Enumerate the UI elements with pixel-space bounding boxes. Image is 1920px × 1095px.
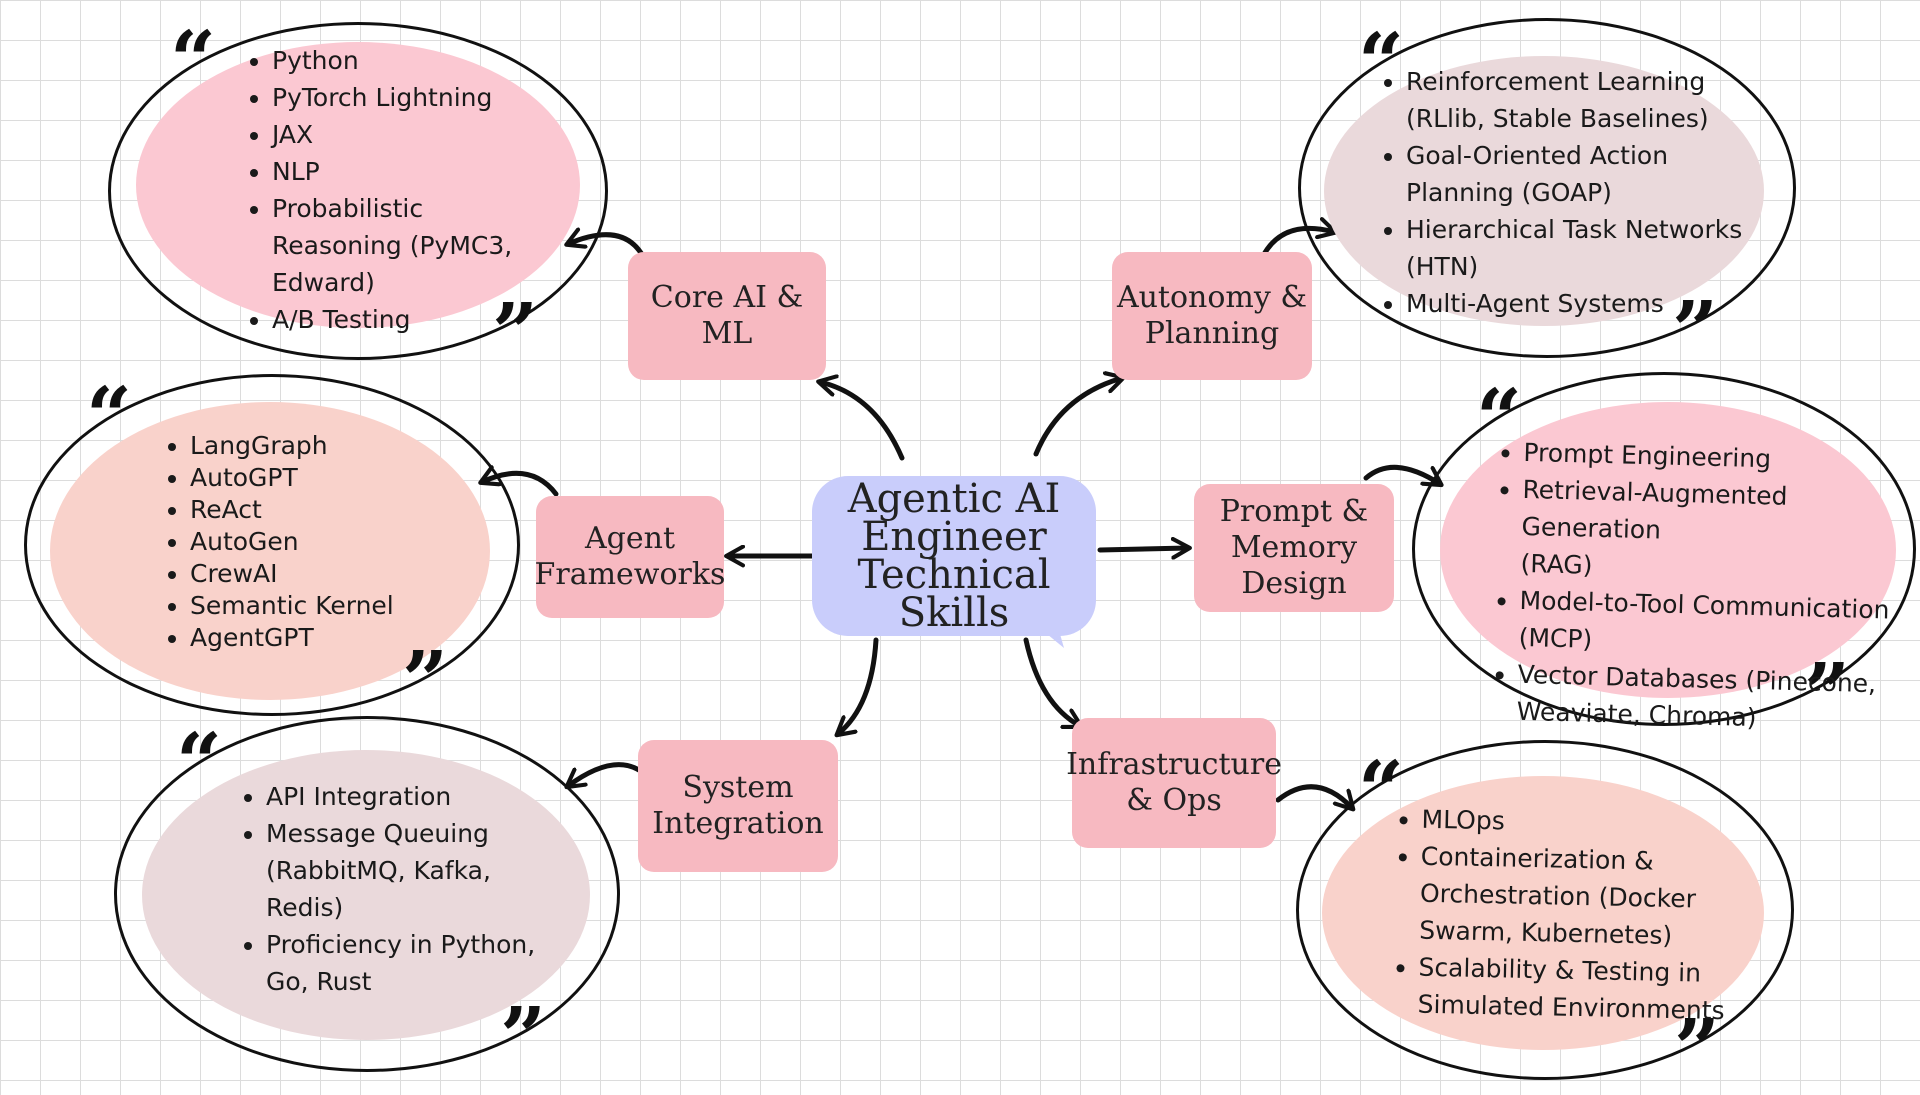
system-integration-ring xyxy=(114,716,620,1072)
category-system-integration: System Integration xyxy=(638,740,838,872)
arrow-infra-to-list xyxy=(1275,784,1352,808)
category-label: Autonomy & Planning xyxy=(1116,280,1308,351)
close-quote-icon: ” xyxy=(402,633,449,727)
open-quote-icon: “ xyxy=(1358,15,1405,109)
list-item: (RabbitMQ, Kafka, xyxy=(266,856,491,885)
central-topic-title: Agentic AI Engineer Technical Skills xyxy=(847,476,1061,636)
open-quote-icon: “ xyxy=(176,715,223,809)
close-quote-icon: ” xyxy=(1674,1001,1721,1095)
arrow-center-to-core xyxy=(820,382,905,461)
list-item: AutoGen xyxy=(190,526,394,558)
list-item: Message Queuing xyxy=(266,815,535,852)
list-item: Probabilistic xyxy=(272,190,512,227)
autonomy-skills-ring xyxy=(1298,18,1796,358)
list-item: AgentGPT xyxy=(190,622,394,654)
category-label: Agent Frameworks xyxy=(534,521,726,592)
autonomy-skills-list: Reinforcement Learning (RLlib, Stable Ba… xyxy=(1372,63,1742,322)
category-autonomy-planning: Autonomy & Planning xyxy=(1112,252,1312,380)
list-item: Edward) xyxy=(272,268,375,297)
list-item: AutoGPT xyxy=(190,462,394,494)
arrow-center-to-system xyxy=(838,637,879,734)
list-item: Multi-Agent Systems xyxy=(1406,285,1742,322)
prompt-memory-ring xyxy=(1412,372,1916,726)
open-quote-icon: “ xyxy=(1358,743,1405,837)
list-item: JAX xyxy=(272,116,512,153)
arrow-prompt-to-list xyxy=(1363,464,1440,484)
list-item: Redis) xyxy=(266,893,344,922)
list-item: Python xyxy=(272,42,512,79)
list-item: Goal-Oriented Action xyxy=(1406,137,1742,174)
category-label: System Integration xyxy=(652,770,824,841)
list-item: LangGraph xyxy=(190,430,394,462)
list-item: PyTorch Lightning xyxy=(272,79,512,116)
list-item: Semantic Kernel xyxy=(190,590,394,622)
open-quote-icon: “ xyxy=(170,13,217,107)
category-label: Prompt & Memory Design xyxy=(1219,494,1369,601)
infrastructure-ops-list: MLOps Containerization & Orchestration (… xyxy=(1383,800,1729,1029)
infrastructure-ops-ring xyxy=(1296,740,1794,1080)
close-quote-icon: ” xyxy=(1804,645,1851,739)
speech-bubble-tail xyxy=(1030,620,1064,648)
agent-frameworks-list: LangGraph AutoGPT ReAct AutoGen CrewAI S… xyxy=(156,430,394,654)
list-item: Reasoning (PyMC3, xyxy=(272,231,513,260)
list-item: Hierarchical Task Networks xyxy=(1406,211,1742,248)
open-quote-icon: “ xyxy=(1476,371,1523,465)
category-label: Infrastructure & Ops xyxy=(1066,747,1282,818)
list-item: Swarm, Kubernetes) xyxy=(1418,915,1673,950)
list-item: Planning (GOAP) xyxy=(1406,178,1612,207)
category-label: Core AI & ML xyxy=(650,280,804,351)
list-item: Orchestration (Docker xyxy=(1419,878,1697,914)
central-topic-bubble: Agentic AI Engineer Technical Skills xyxy=(812,476,1096,636)
category-prompt-memory-design: Prompt & Memory Design xyxy=(1194,484,1394,612)
list-item: Reinforcement Learning xyxy=(1406,63,1742,100)
arrow-center-to-infra xyxy=(1023,637,1080,726)
list-item: MLOps xyxy=(1421,801,1729,844)
list-item: Simulated Environments xyxy=(1417,989,1725,1026)
list-item: (HTN) xyxy=(1406,252,1479,281)
core-skills-ring xyxy=(108,22,608,360)
arrow-system-to-list xyxy=(568,762,645,786)
close-quote-icon: ” xyxy=(492,285,539,379)
arrow-center-to-autonomy xyxy=(1033,378,1122,457)
category-infrastructure-ops: Infrastructure & Ops xyxy=(1066,718,1282,848)
list-item: Scalability & Testing in xyxy=(1418,949,1726,992)
list-item: ReAct xyxy=(190,494,394,526)
list-item: CrewAI xyxy=(190,558,394,590)
list-item: Go, Rust xyxy=(266,967,372,996)
arrow-center-to-prompt xyxy=(1097,548,1188,550)
close-quote-icon: ” xyxy=(1672,283,1719,377)
prompt-memory-list: Prompt Engineering Retrieval-Augmented G… xyxy=(1482,433,1920,740)
list-item: Proficiency in Python, xyxy=(266,926,535,963)
list-item: Retrieval-Augmented Generation xyxy=(1521,471,1919,555)
list-item: API Integration xyxy=(266,778,535,815)
list-item: NLP xyxy=(272,153,512,190)
list-item: (RLlib, Stable Baselines) xyxy=(1406,104,1709,133)
category-agent-frameworks: Agent Frameworks xyxy=(534,496,726,618)
agent-frameworks-ring xyxy=(24,374,520,716)
core-skills-list: Python PyTorch Lightning JAX NLP Probabi… xyxy=(238,42,512,338)
system-integration-list: API Integration Message Queuing (RabbitM… xyxy=(232,778,535,1000)
open-quote-icon: “ xyxy=(86,369,133,463)
list-item: Containerization & xyxy=(1420,838,1728,881)
close-quote-icon: ” xyxy=(500,989,547,1083)
category-core-ai-ml: Core AI & ML xyxy=(628,252,826,380)
list-item: A/B Testing xyxy=(272,301,512,338)
